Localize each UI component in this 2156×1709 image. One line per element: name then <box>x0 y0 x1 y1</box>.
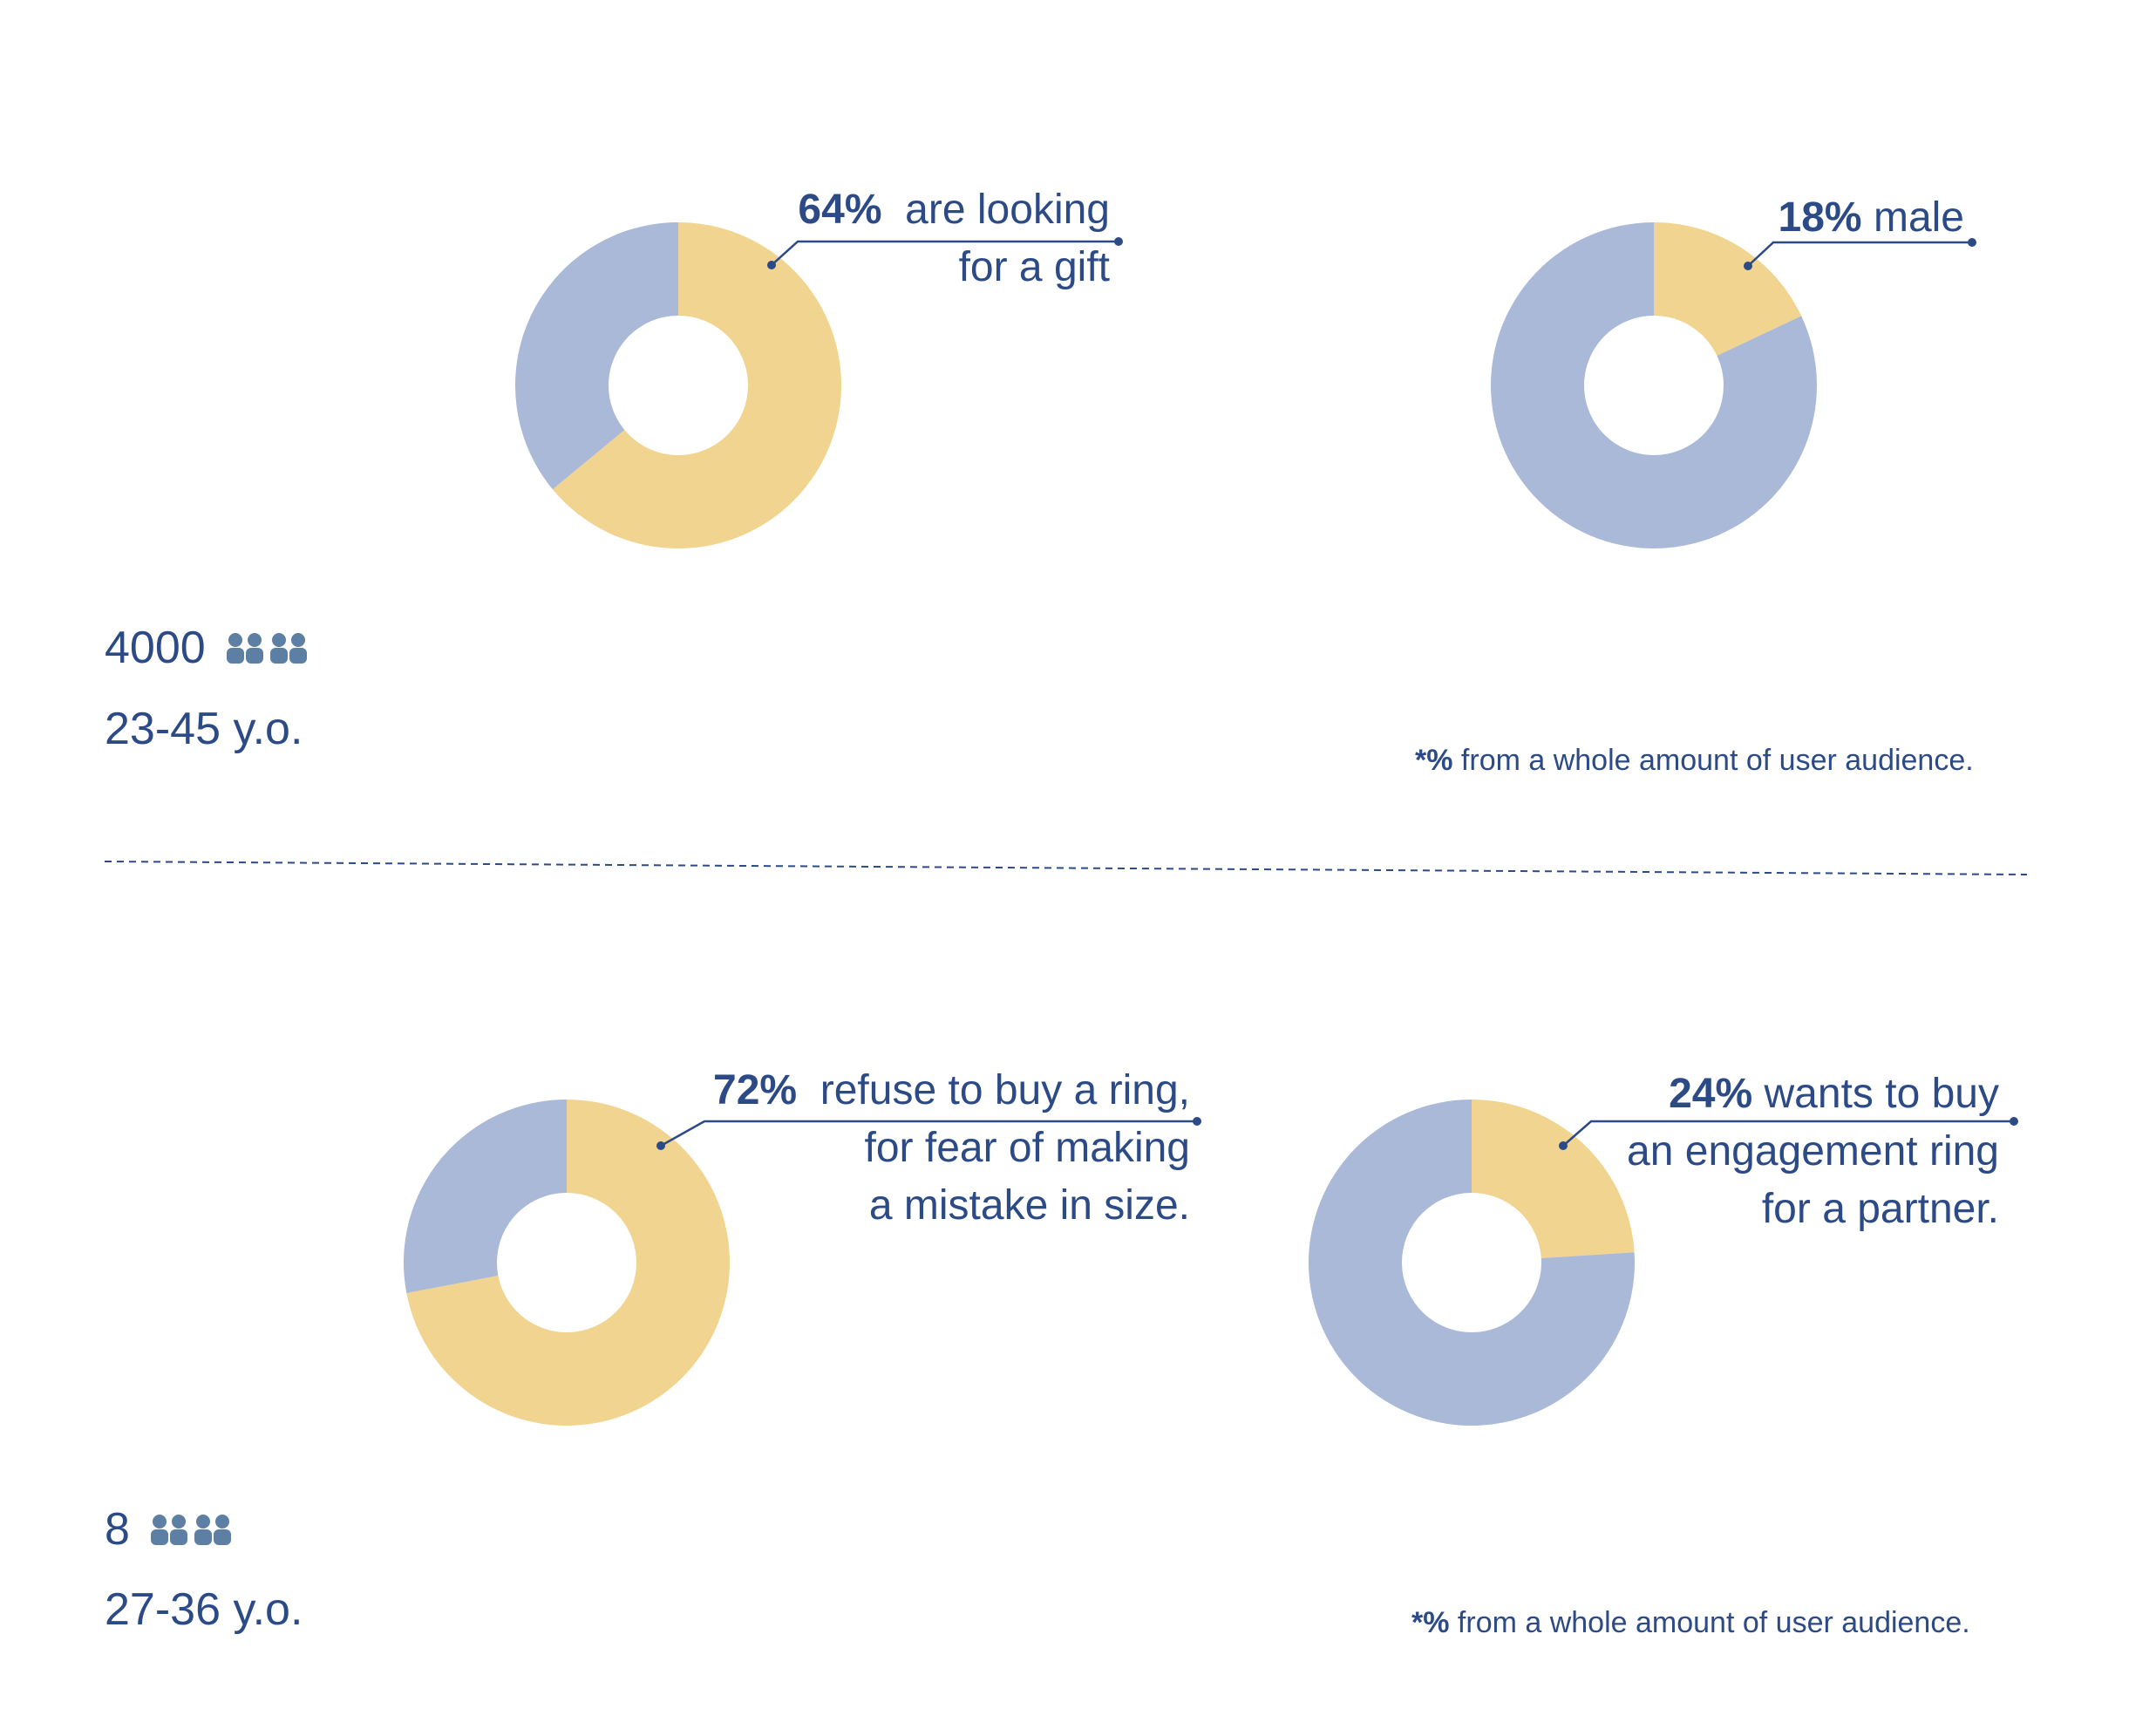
callout-line: wants to buy <box>1764 1071 1999 1117</box>
callout-pct: 18% <box>1778 194 1862 241</box>
footnote-mark: *% <box>1415 744 1453 777</box>
donut-slice-1 <box>515 222 678 490</box>
callout-engagement: 24% wants to buy an engagement ring for … <box>1627 1066 1999 1238</box>
donut-chart-gift <box>515 222 841 548</box>
donut-chart-male <box>1491 222 1817 548</box>
donut-slice-1 <box>1309 1100 1635 1426</box>
callout-male: 18% male <box>1779 189 1964 247</box>
audience-count-value: 4000 <box>105 623 206 673</box>
donut-chart-ring-size <box>404 1100 730 1426</box>
callout-line: a mistake in size. <box>868 1182 1190 1229</box>
audience-count: 8 <box>105 1503 235 1561</box>
people-group-icon <box>223 627 310 679</box>
footnote: *% from a whole amount of user audience. <box>1415 744 1974 778</box>
age-range: 23-45 y.o. <box>105 704 303 754</box>
donut-slice-0 <box>406 1100 730 1426</box>
callout-ring-size: 72% refuse to buy a ring, for fear of ma… <box>713 1062 1190 1235</box>
callout-line: are looking <box>905 187 1110 233</box>
callout-line: for fear of making <box>864 1125 1191 1171</box>
callout-line: male <box>1873 194 1964 241</box>
footnote-text: from a whole amount of user audience. <box>1460 744 1974 777</box>
callout-line: for a partner. <box>1761 1186 1999 1232</box>
people-group-icon <box>147 1508 235 1561</box>
callout-gift: 64% are looking for a gift <box>798 181 1110 296</box>
callout-pct: 72% <box>713 1067 798 1113</box>
donut-chart-engagement <box>1309 1100 1635 1426</box>
footnote-text: from a whole amount of user audience. <box>1457 1606 1970 1639</box>
audience-count-value: 8 <box>105 1504 130 1555</box>
donut-slice-1 <box>404 1100 567 1294</box>
footnote-mark: *% <box>1411 1606 1450 1639</box>
donut-slice-0 <box>1654 222 1802 356</box>
callout-line: refuse to buy a ring, <box>820 1067 1190 1113</box>
callout-line: an engagement ring <box>1627 1128 1999 1175</box>
donut-slice-0 <box>552 222 841 548</box>
audience-count: 4000 <box>105 622 310 679</box>
footnote: *% from a whole amount of user audience. <box>1411 1606 1970 1640</box>
callout-line: for a gift <box>958 244 1110 290</box>
callout-pct: 24% <box>1669 1071 1753 1117</box>
donut-slice-0 <box>1472 1100 1635 1258</box>
donut-slice-1 <box>1491 222 1817 548</box>
callout-pct: 64% <box>798 187 882 233</box>
age-range: 27-36 y.o. <box>105 1584 303 1635</box>
